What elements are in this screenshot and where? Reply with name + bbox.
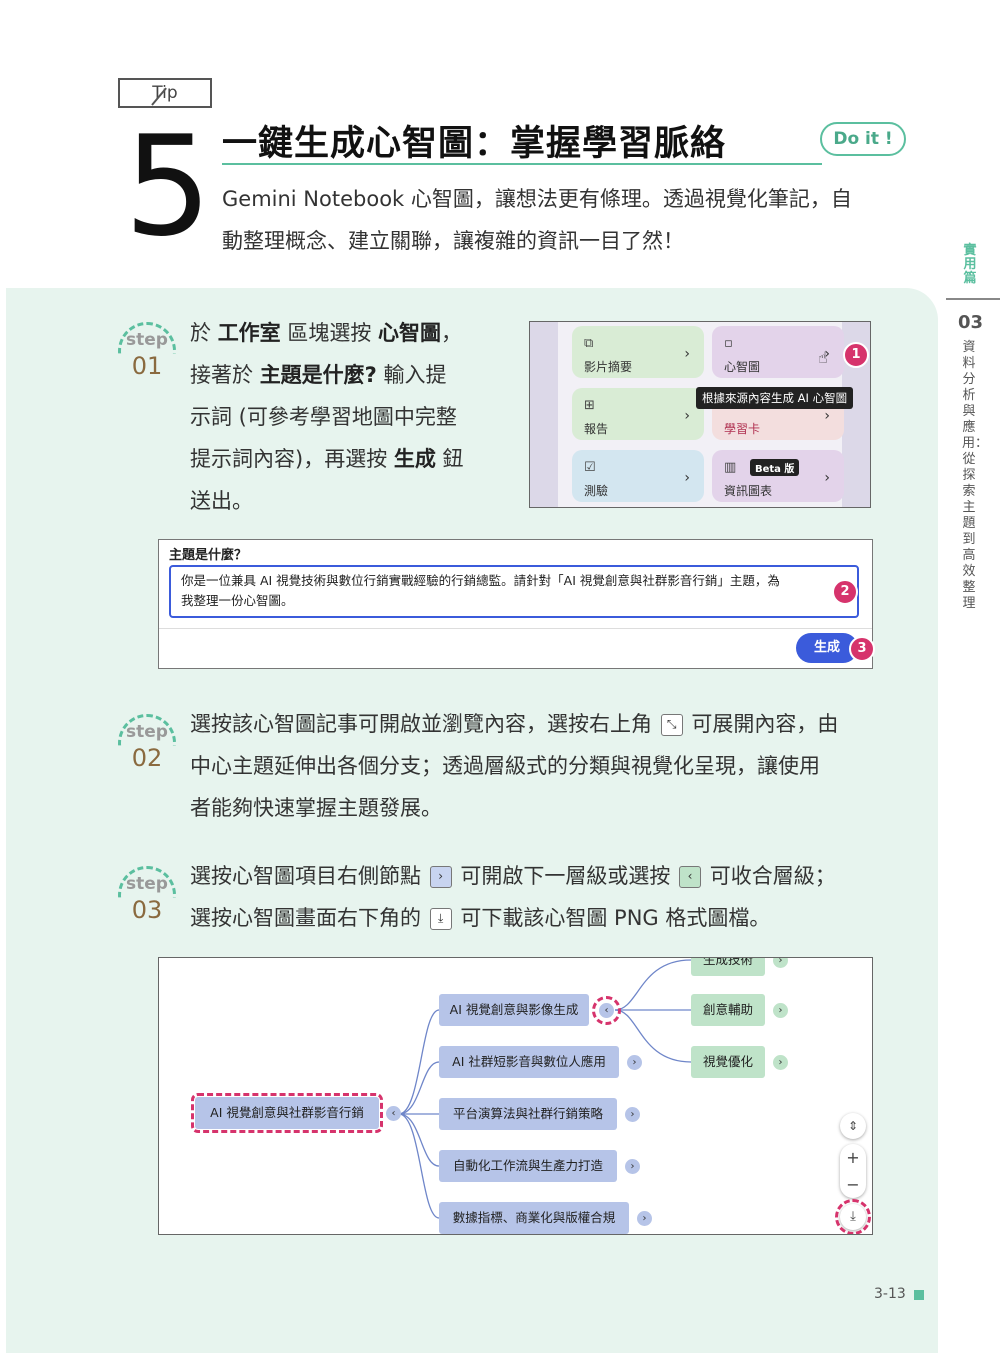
page-title: 一鍵生成心智圖：掌握學習脈絡 [222,124,727,164]
card-mindmap[interactable]: ▫ 心智圖 › ☝ [712,326,844,378]
mindmap-branch-node[interactable]: 數據指標、商業化與版權合規 [439,1202,629,1234]
card-video-summary[interactable]: ⧉ 影片摘要 › [572,326,704,378]
step-number: 03 [131,896,163,924]
beta-badge: Beta 版 [750,459,800,476]
download-icon: ⤓ [429,908,452,930]
callout-badge-2: 2 [832,579,858,605]
card-label: 測驗 [584,484,609,498]
mindmap-branch-node[interactable]: AI 社群短影音與數位人應用 [439,1046,619,1078]
video-summary-icon: ⧉ [584,336,594,351]
mindmap-branch-node[interactable]: 平台演算法與社群行銷策略 [439,1098,617,1130]
studio-screenshot: ⧉ 影片摘要 › ▫ 心智圖 › ☝ 1 ⊞ 報告 › 學習卡 › ☑ 測驗 ›… [529,321,871,508]
branch-expand-toggle[interactable]: › [625,1107,640,1122]
card-label: 資訊圖表 [724,484,773,498]
prompt-input[interactable]: 你是一位兼具 AI 視覺技術與數位行銷實戰經驗的行銷總監。請針對「AI 視覺創意… [169,565,859,618]
mindmap-icon: ▫ [724,336,733,351]
subtitle: Gemini Notebook 心智圖，讓想法更有條理。透過視覺化筆記，自 動整… [222,178,922,262]
step1-text: 於 工作室 區塊選按 心智圖， 接著於 主題是什麼? 輸入提 示詞 (可參考學習… [190,321,464,513]
step-word: step [126,722,168,742]
step-number: 01 [131,352,163,380]
chevron-right-icon: › [684,346,690,362]
prompt-text-line-2: 我整理一份心智圖。 [181,593,294,608]
callout-badge-3: 3 [849,636,875,662]
card-label: 報告 [584,422,609,436]
card-label: 學習卡 [724,422,761,436]
fit-view-icon[interactable]: ⇕ [840,1113,866,1139]
sub-expand-toggle[interactable]: › [773,958,788,968]
mindmap-tooltip: 根據來源內容生成 AI 心智圖 [696,387,854,409]
tip-number: 5 [124,106,212,267]
infographic-icon: ▥ [724,460,737,475]
zoom-controls: + − [840,1144,866,1198]
generate-button[interactable]: 生成 [796,633,858,663]
subtitle-line-2: 動整理概念、建立關聯，讓複雜的資訊一目了然！ [222,229,684,253]
card-label: 心智圖 [724,360,761,374]
step-word: step [126,330,168,350]
callout-badge-1: 1 [843,342,869,368]
subtitle-line-1: Gemini Notebook 心智圖，讓想法更有條理。透過視覺化筆記，自 [222,187,852,211]
card-quiz[interactable]: ☑ 測驗 › [572,450,704,502]
card-label: 影片摘要 [584,360,633,374]
sub-expand-toggle[interactable]: › [773,1003,788,1018]
branch-collapse-toggle[interactable]: ‹ [592,996,621,1025]
collapse-node-icon: ‹ [679,866,702,888]
chapter-title: 資料分析與應用：從探索主題到高效整理 [962,340,989,611]
chapter-number: 03 [958,312,984,333]
page-number: 3-13 [874,1286,906,1302]
mindmap-sub-node[interactable]: 視覺優化 [691,1046,765,1078]
mindmap-sub-node[interactable]: 生成技術 [691,958,765,976]
step2-text: 選按該心智圖記事可開啟並瀏覽內容，選按右上角 ⤡ 可展開內容，由 中心主題延伸出… [190,712,839,820]
mindmap-sub-node[interactable]: 創意輔助 [691,994,765,1026]
mindmap-view: AI 視覺創意與社群影音行銷 ‹ AI 視覺創意與影像生成 ‹ AI 社群短影音… [158,957,873,1235]
prompt-text-line-1: 你是一位兼具 AI 視覺技術與數位行銷實戰經驗的行銷總監。請針對「AI 視覺創意… [181,573,780,588]
branch-expand-toggle[interactable]: › [637,1211,652,1226]
step-badge-03: step 03 [114,864,184,934]
step-number: 02 [131,744,163,772]
root-collapse-toggle[interactable]: ‹ [386,1106,401,1121]
card-infographic[interactable]: ▥ Beta 版 資訊圖表 › [712,450,844,502]
chevron-right-icon: › [824,408,830,424]
quiz-icon: ☑ [584,460,596,475]
step-badge-01: step 01 [114,320,184,390]
download-icon[interactable]: ⤓ [835,1199,871,1234]
pointer-hand-icon: ☝ [818,348,828,367]
prompt-dialog: 主題是什麼？ 你是一位兼具 AI 視覺技術與數位行銷實戰經驗的行銷總監。請針對「… [158,539,875,669]
side-divider [946,298,1000,300]
chevron-right-icon: › [684,408,690,424]
prompt-divider [159,628,872,629]
mindmap-connectors [398,959,692,1219]
mindmap-root-node[interactable]: AI 視覺創意與社群影音行銷 [191,1093,383,1133]
expand-icon: ⤡ [660,714,683,736]
chevron-right-icon: › [684,470,690,486]
zoom-out-button[interactable]: − [846,1175,860,1194]
do-it-badge: Do it ! [820,122,906,156]
branch-expand-toggle[interactable]: › [625,1159,640,1174]
mindmap-branch-node[interactable]: 自動化工作流與生產力打造 [439,1150,617,1182]
step3-text: 選按心智圖項目右側節點 › 可開啟下一層級或選按 ‹ 可收合層級； 選按心智圖畫… [190,864,836,930]
prompt-question-label: 主題是什麼？ [169,548,248,563]
sub-expand-toggle[interactable]: › [773,1055,788,1070]
page-marker [914,1290,924,1300]
mindmap-branch-node[interactable]: AI 視覺創意與影像生成 [439,994,589,1026]
title-underline [222,163,822,165]
expand-node-icon: › [429,866,452,888]
card-report[interactable]: ⊞ 報告 › [572,388,704,440]
report-icon: ⊞ [584,398,595,413]
step-word: step [126,874,168,894]
chevron-right-icon: › [824,346,830,362]
tip-label: Tip [118,78,212,108]
chevron-right-icon: › [824,470,830,486]
step-badge-02: step 02 [114,712,184,782]
branch-expand-toggle[interactable]: › [627,1055,642,1070]
zoom-in-button[interactable]: + [846,1148,860,1167]
section-tab: 實用篇 [963,243,977,286]
